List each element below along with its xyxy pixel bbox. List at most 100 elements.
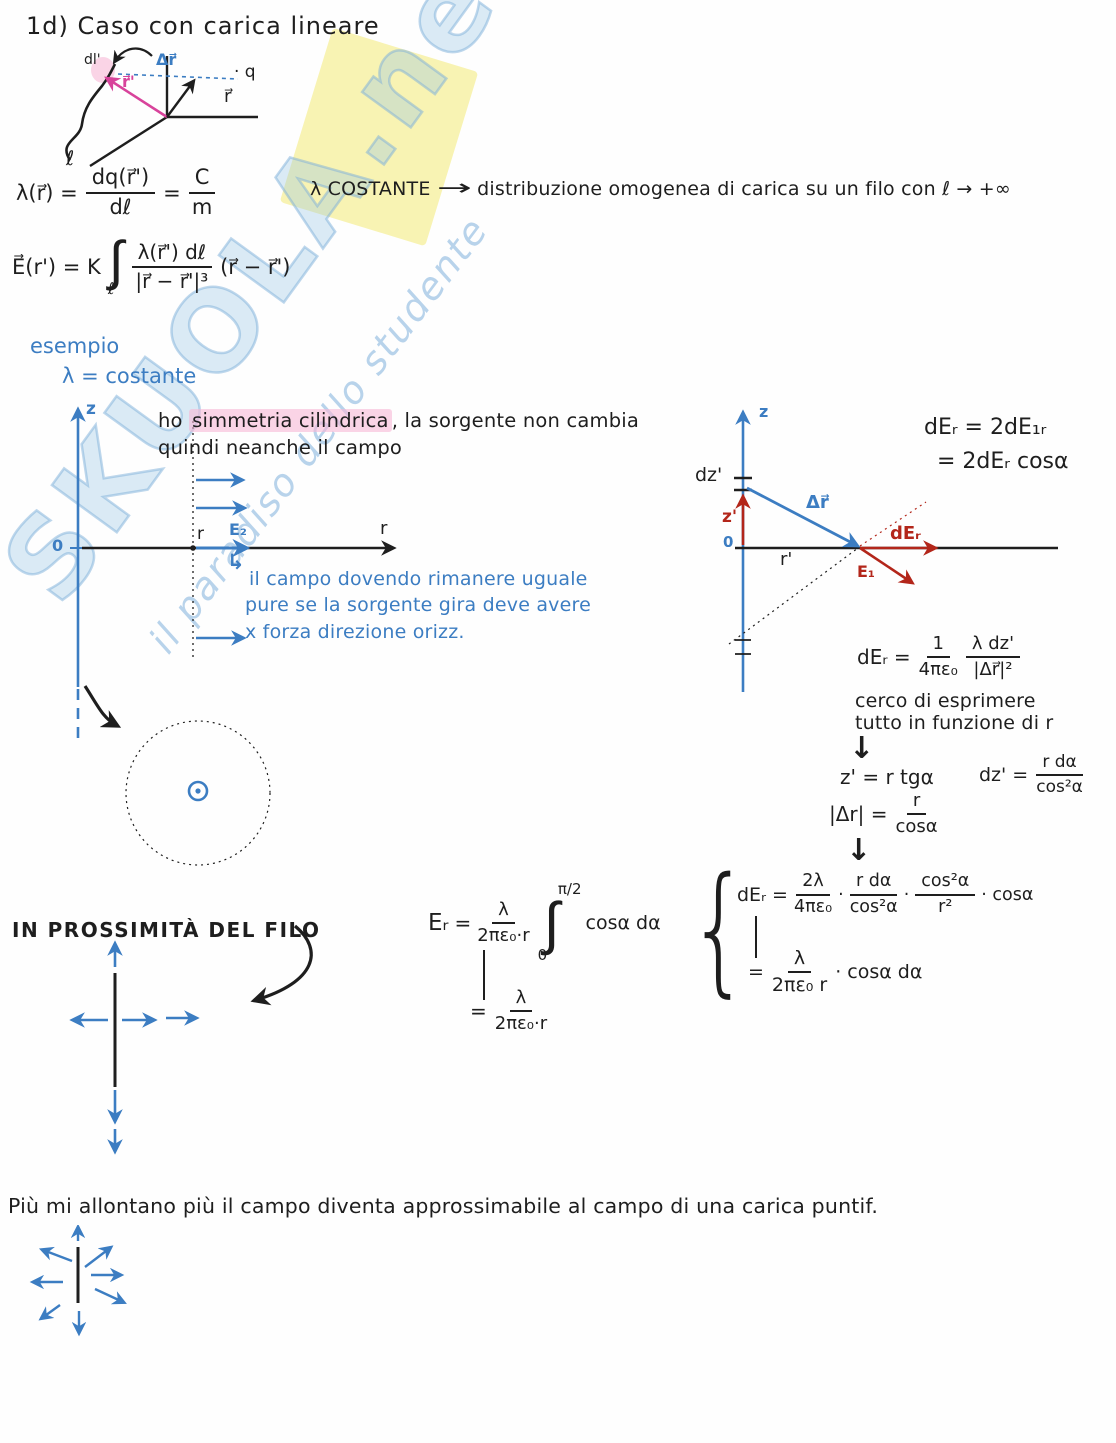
radial-arrow-down-right — [94, 1287, 127, 1305]
result-eq: = — [454, 911, 472, 935]
symmetry-note-pre: ho — [158, 409, 190, 432]
linear-charge-3d-diagram — [65, 47, 258, 168]
braced-eq2: = — [748, 961, 764, 984]
line-integral-symbol: ∫ ℓ — [107, 229, 124, 298]
dEr-relation-line2: = 2dEᵣ cosα — [937, 449, 1069, 474]
pointer-arrow-to-dl — [112, 47, 153, 65]
field-integral-formula: E⃗(r') = K ∫ ℓ λ(r⃗') dℓ|r⃗ − r⃗'|³ (r⃗ … — [12, 229, 291, 298]
integrand-fraction: λ(r⃗') dℓ|r⃗ − r⃗'|³ — [131, 241, 213, 292]
r-prime-vector-arrow — [104, 76, 168, 119]
far-field-point-charge-diagram — [29, 1225, 127, 1337]
r-prime-label: r' — [780, 549, 793, 570]
lambda-constant-text: distribuzione omogenea di carica su un f… — [477, 177, 1011, 200]
lambda-constant-example: λ = costante — [62, 364, 197, 388]
r-vector-label: r⃗ — [224, 86, 232, 107]
delta-r-substitution-lhs: |Δr| = — [829, 802, 888, 827]
mirror-dotted-line — [728, 547, 859, 645]
field-direction-dotted-line — [859, 501, 927, 547]
result-integrand: cosα dα — [585, 912, 661, 934]
hook-arrow: ↳ — [227, 550, 245, 574]
z-axis-label: z — [86, 399, 96, 419]
E1-arrow — [859, 546, 915, 585]
dot-1: · — [838, 884, 844, 905]
field-element-geometry-diagram — [728, 409, 1058, 692]
delta-r-label: Δr⃗ — [806, 492, 829, 513]
dq-dl-fraction: dq(r⃗')dℓ — [85, 165, 156, 219]
cylindrical-symmetry-diagram — [70, 406, 397, 739]
wire-cross-section-diagram — [83, 685, 271, 866]
dotted-circle — [125, 720, 271, 866]
conclusion-text: Più mi allontano più il campo diventa ap… — [8, 1194, 879, 1218]
radial-arrow-up-left — [38, 1246, 73, 1263]
result-lhs: Eᵣ — [428, 910, 449, 936]
bounded-integral: π/2 ∫ 0 — [537, 880, 582, 964]
blue-note-line1: il campo dovendo rimanere uguale — [249, 568, 588, 590]
lambda-constant-note: λ COSTANTE → distribuzione omogenea di c… — [310, 176, 1011, 201]
wire-length-label: ℓ — [66, 146, 75, 170]
dz-label: dz' — [695, 464, 723, 486]
z-substitution: z' = r tgα — [840, 765, 934, 789]
wire-out-of-plane-dot — [195, 788, 201, 794]
r-tick-label: r — [197, 524, 204, 544]
E1-label: E₁ — [857, 562, 875, 581]
charge-q-label: · q — [234, 62, 256, 82]
lambda-constant-label: λ COSTANTE — [310, 177, 431, 200]
z-prime-label: z' — [722, 507, 738, 527]
braced-tail-2: · cosα dα — [835, 961, 923, 984]
down-arrow-2: ↓ — [846, 833, 872, 868]
radial-arrow-down-left — [38, 1304, 61, 1321]
r-vector-arrow — [166, 78, 196, 118]
blue-note-line2: pure se la sorgente gira deve avere — [245, 594, 592, 616]
proximity-heading: IN PROSSIMITÀ DEL FILO — [12, 918, 321, 942]
delta-r-arrow — [746, 486, 861, 548]
equals-connector-line-1 — [755, 916, 757, 958]
charge-element-fraction: λ dz'|Δr⃗|² — [965, 633, 1021, 680]
lambda-lhs: λ(r⃗) = — [16, 180, 78, 205]
symmetry-note-highlighted: simmetria cilindrica — [189, 409, 392, 432]
dl-label: dl' — [84, 52, 101, 68]
wire-curve — [65, 63, 117, 161]
implies-arrow: → — [436, 176, 472, 201]
down-arrow-1: ↓ — [849, 731, 875, 766]
field-lhs: E⃗(r') = K — [12, 254, 101, 279]
braced-lhs: dEᵣ = — [737, 883, 788, 906]
goal-note-line1: cerco di esprimere — [855, 690, 1036, 712]
symmetry-note-line2: quindi neanche il campo — [158, 436, 403, 459]
curly-brace: { — [688, 848, 751, 1011]
equals-connector-line-2 — [483, 950, 485, 1000]
r-axis-label: r — [380, 518, 388, 539]
dEr-label: dEᵣ — [890, 523, 921, 544]
r-prime-vector-label: r⃗' — [122, 72, 135, 91]
example-heading: esempio — [30, 334, 120, 358]
origin-label: 0 — [52, 536, 64, 555]
wire-out-of-plane-icon — [187, 780, 209, 802]
page-title: 1d) Caso con carica lineare — [26, 12, 380, 40]
z-axis-label-right: z — [759, 402, 769, 421]
braced-tail-1: · cosα — [981, 884, 1034, 905]
origin-label-right: 0 — [723, 533, 734, 551]
pointer-arrow-to-circle — [83, 685, 122, 728]
dz-substitution-lhs: dz' = — [979, 764, 1029, 787]
delta-r-dashed-line — [117, 73, 239, 80]
result-eq2: = — [470, 999, 487, 1024]
delta-r-vector-label: Δr⃗ — [156, 50, 177, 69]
field-rhs: (r⃗ − r⃗') — [220, 254, 291, 279]
